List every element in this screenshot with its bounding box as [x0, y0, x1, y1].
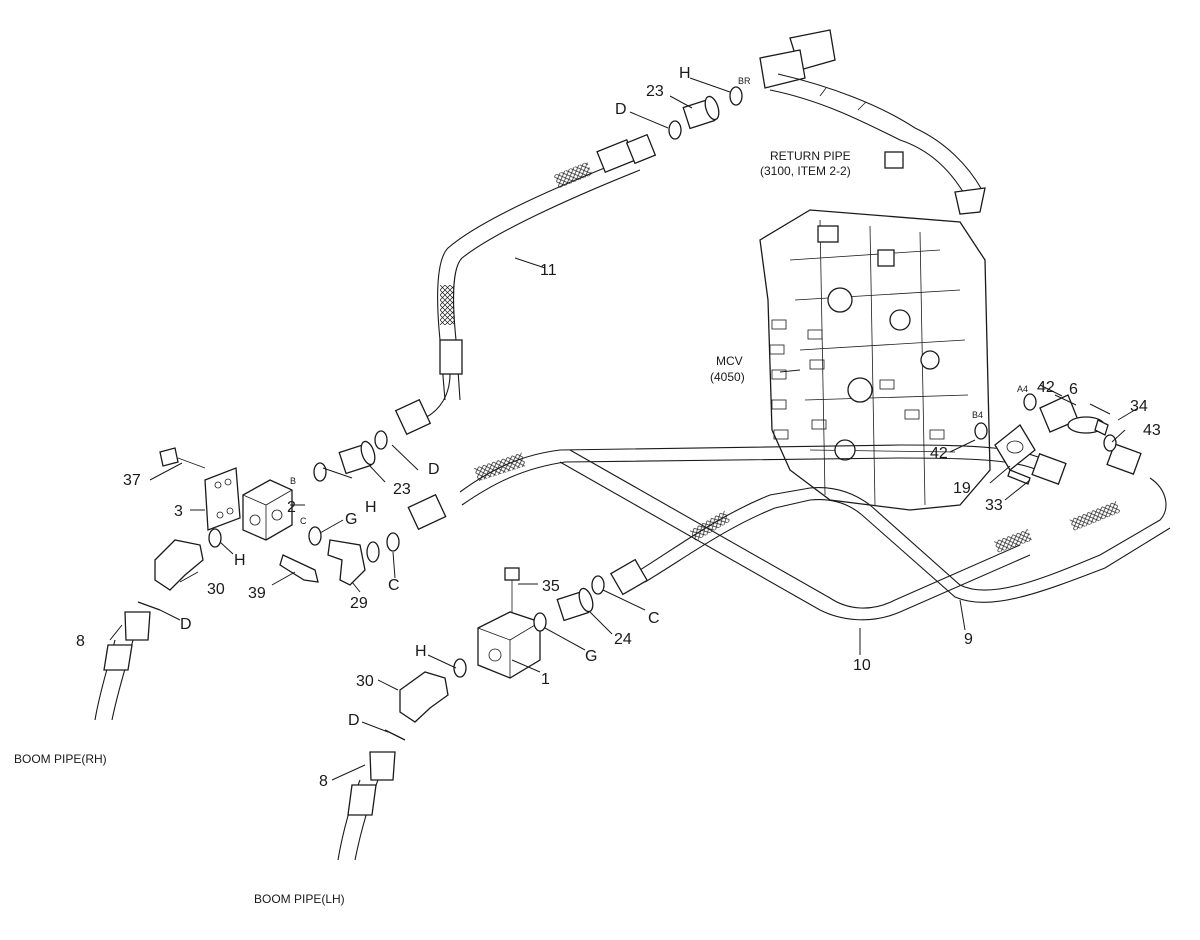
callout-30-left: 30 [207, 581, 225, 598]
callout-d-top: D [615, 101, 627, 118]
callout-11: 11 [540, 262, 557, 279]
o-ring-d-left [137, 601, 161, 611]
callout-h-top: H [679, 65, 691, 82]
o-ring-h-left [208, 528, 222, 548]
bolt-33 [1007, 469, 1031, 485]
o-ring-d-top [668, 120, 682, 140]
callout-29: 29 [350, 595, 368, 612]
callout-d-low: D [348, 712, 360, 729]
return-pipe-label-line1: RETURN PIPE [770, 149, 851, 163]
bolt-39 [279, 554, 319, 583]
o-ring-c-mid [386, 532, 400, 552]
bolt-37 [159, 447, 206, 469]
mcv-label-line1: MCV [716, 354, 743, 368]
callout-numbers: 23 H D 11 42 6 34 43 42 19 33 37 3 2 H 2… [76, 65, 1161, 790]
callout-42-top: 42 [1037, 379, 1055, 396]
callout-g-low: G [585, 648, 597, 665]
elbow-30-low [399, 671, 449, 723]
flange-19 [994, 424, 1036, 471]
port-a4: A4 [1017, 384, 1028, 394]
callout-23-top: 23 [646, 83, 664, 100]
o-ring-g-mid [308, 526, 322, 546]
hose-8-lh [337, 751, 396, 861]
elbow-30-left [154, 539, 204, 591]
callout-8-low: 8 [319, 773, 328, 790]
callout-30-low: 30 [356, 673, 374, 690]
callout-d-left: D [180, 616, 192, 633]
port-b4: B4 [972, 410, 983, 420]
o-ring-c-low [591, 575, 605, 595]
return-pipe [759, 29, 986, 215]
boom-pipe-rh-label: BOOM PIPE(RH) [14, 752, 107, 766]
callout-2: 2 [287, 499, 296, 516]
o-ring-h-mid [313, 462, 327, 482]
hose-11 [394, 133, 657, 436]
callout-19: 19 [953, 480, 971, 497]
callout-23-mid: 23 [393, 481, 411, 498]
adapter-24 [556, 587, 594, 622]
o-ring-d-low [384, 729, 406, 741]
bolt-35 [504, 567, 520, 612]
callout-h-low: H [415, 643, 427, 660]
callout-c-mid: C [388, 577, 400, 594]
hose-10 [407, 444, 1061, 621]
boom-pipe-lh-label: BOOM PIPE(LH) [254, 892, 345, 906]
o-ring-g-low [533, 612, 547, 632]
callout-d-mid: D [428, 461, 440, 478]
o-rings-right [974, 393, 1117, 452]
callout-8-left: 8 [76, 633, 85, 650]
o-ring-h-low [453, 658, 467, 678]
port-c: C [300, 516, 307, 526]
callout-1: 1 [541, 671, 550, 688]
adapter-23-mid [338, 440, 376, 475]
callout-10: 10 [853, 657, 871, 674]
callout-24: 24 [614, 631, 632, 648]
callout-43: 43 [1143, 422, 1161, 439]
callout-42-bottom: 42 [930, 445, 948, 462]
callout-39: 39 [248, 585, 266, 602]
callout-h-mid: H [365, 499, 377, 516]
callout-g-mid: G [345, 511, 357, 528]
callout-9: 9 [964, 631, 973, 648]
o-ring-h-top [729, 86, 743, 106]
leader-lines [109, 77, 1139, 781]
block-1 [477, 611, 541, 679]
port-b: B [290, 476, 296, 486]
main-control-valve [759, 209, 991, 511]
hose-8-rh [94, 611, 151, 721]
callout-c-low: C [648, 610, 660, 627]
callout-34: 34 [1130, 398, 1148, 415]
hose-9 [609, 443, 1171, 603]
callout-37: 37 [123, 472, 141, 489]
return-pipe-label-line2: (3100, ITEM 2-2) [760, 164, 851, 178]
bolt-34 [1094, 419, 1109, 436]
flange-6 [1039, 394, 1105, 434]
elbow-29 [327, 539, 380, 586]
callout-35: 35 [542, 578, 560, 595]
callout-6: 6 [1069, 381, 1078, 398]
part-labels: RETURN PIPE (3100, ITEM 2-2) MCV (4050) … [14, 76, 1028, 906]
adapter-23-top [682, 95, 720, 130]
callout-h-left: H [234, 552, 246, 569]
o-ring-d-mid [374, 430, 388, 450]
callout-3: 3 [174, 503, 183, 520]
port-br: BR [738, 76, 751, 86]
callout-33: 33 [985, 497, 1003, 514]
plate-3 [204, 467, 241, 531]
mcv-label-line2: (4050) [710, 370, 745, 384]
block-2 [242, 479, 293, 541]
